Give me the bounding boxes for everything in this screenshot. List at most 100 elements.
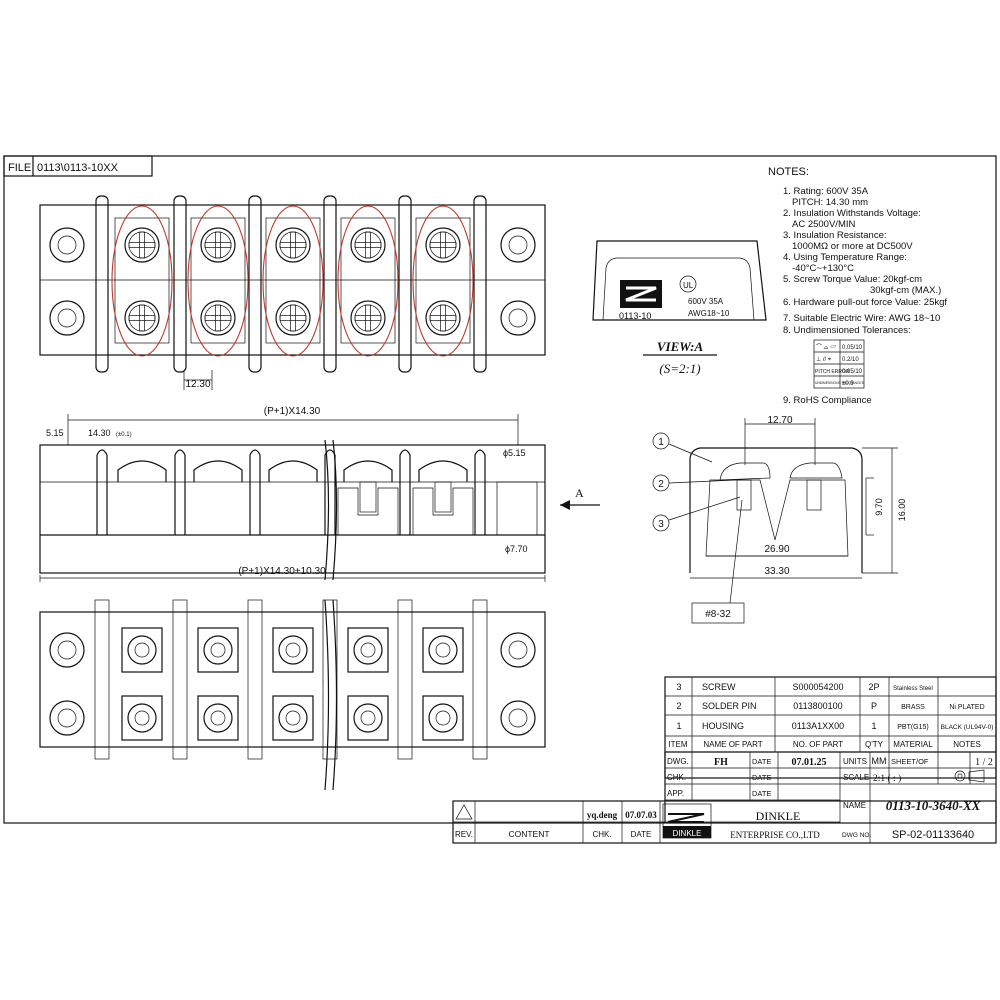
solder-pin: [210, 642, 226, 658]
bom-qty: 1: [871, 721, 876, 731]
tolerance-value: 0.05/10: [842, 369, 863, 375]
section-dim-1600: 16.00: [897, 499, 907, 522]
note-line: 1. Rating: 600V 35A: [783, 186, 869, 197]
tb-dwg-by: FH: [714, 757, 728, 768]
bom-part-no: S000054200: [792, 682, 843, 692]
solder-pin-hole: [203, 635, 233, 665]
barrier-rib: [397, 599, 413, 760]
file-label: FILE: [8, 162, 31, 174]
solder-pin: [435, 642, 451, 658]
section-dim-970: 9.70: [874, 498, 884, 516]
break-line: [332, 599, 338, 791]
notes-heading: NOTES:: [768, 166, 809, 178]
mounting-hole-inner: [57, 308, 77, 328]
bottom-view-body: [39, 611, 546, 748]
screw-slot: [215, 231, 221, 259]
mounting-hole: [49, 700, 85, 736]
solder-pin-hole: [353, 635, 383, 665]
top-view: [39, 195, 546, 373]
highlight-ellipse: [262, 205, 324, 357]
screw-head-inner: [279, 231, 307, 259]
screw-slot: [128, 315, 156, 321]
screw-head-inner: [354, 231, 382, 259]
screw-head: [425, 227, 461, 263]
tolerance-value: 0.05/10: [842, 345, 863, 351]
screw-profile: [268, 460, 318, 482]
tolerance-label: ⌒ ⌓ ▱: [816, 344, 836, 351]
screw-profile: [418, 460, 468, 482]
note-line: 8. Undimensioned Tolerances:: [783, 325, 911, 336]
screw-head: [200, 300, 236, 336]
solder-pad: [272, 627, 314, 673]
solder-pin-hole: [278, 703, 308, 733]
barrier-rib: [173, 195, 187, 373]
callout-1: 1: [652, 432, 713, 463]
tb-units-label: UNITS: [843, 757, 867, 766]
side-view-body: [39, 444, 546, 574]
notes-rohs: 9. RoHS Compliance: [783, 395, 872, 406]
drawing-frame: [3, 155, 997, 824]
bom-notes: Ni PLATED: [949, 704, 984, 711]
bom-header-material: MATERIAL: [893, 740, 933, 749]
screw-slot: [365, 231, 371, 259]
bom-qty: 2P: [868, 682, 879, 692]
section-view: [689, 447, 863, 573]
bom-header-name: NAME OF PART: [703, 740, 762, 749]
screw-head: [200, 227, 236, 263]
screw-head: [124, 300, 160, 336]
view-a-wire: AWG18~10: [688, 309, 730, 318]
screw-slot: [139, 231, 145, 259]
mounting-hole: [500, 300, 536, 336]
screw-head: [275, 300, 311, 336]
svg-text:2: 2: [658, 479, 664, 490]
solder-pin: [285, 642, 301, 658]
tb-sheet: 1 / 2: [975, 757, 993, 768]
tb-company-sub: ENTERPRISE CO.,LTD: [730, 830, 820, 840]
barrier-rib: [398, 195, 412, 373]
dim-515-left: 5.15: [46, 428, 64, 438]
mounting-hole-inner: [508, 640, 528, 660]
solder-pin-section: [496, 481, 538, 536]
screw-slot: [279, 315, 307, 321]
dim-pitch-top: 12.30: [185, 379, 210, 390]
projection-symbol-icon: [954, 769, 985, 783]
solder-pad: [272, 695, 314, 741]
screw-slot: [139, 304, 145, 332]
screw-slot: [215, 304, 221, 332]
screw-head: [425, 300, 461, 336]
screw-slot: [204, 315, 232, 321]
section-dim-2690: 26.90: [764, 544, 789, 555]
tolerance-value: 0.2/10: [842, 357, 859, 363]
tb-rev-chk-label: CHK.: [592, 830, 611, 839]
dim-overall-pitch: (P+1)X14.30: [264, 406, 321, 417]
solder-pad: [121, 627, 163, 673]
svg-text:UL: UL: [683, 281, 694, 290]
side-view: [39, 439, 546, 581]
screw-profile: [193, 460, 243, 482]
screw-profile: [343, 460, 393, 482]
tb-dwg-date: 07.01.25: [792, 757, 827, 768]
terminal-cell: [415, 217, 471, 344]
view-a-scale: (S=2:1): [659, 361, 700, 376]
solder-pad: [197, 627, 239, 673]
bom-item: 3: [676, 682, 681, 692]
view-a: 0113-10 UL 600V 35A AWG18~10 VIEW:A (S=2…: [592, 240, 767, 376]
barrier-rib: [95, 195, 109, 373]
tolerance-label: PITCH ERROR: [815, 369, 850, 375]
tb-name-label: NAME: [843, 801, 866, 810]
break-line: [332, 439, 338, 581]
view-a-part-no: 0113-10: [619, 311, 651, 321]
tb-scale: 2:1 ( : ): [873, 773, 901, 784]
solder-pin: [435, 710, 451, 726]
notes-block: NOTES: 1. Rating: 600V 35A PITCH: 14.30 …: [768, 166, 947, 406]
solder-pin: [360, 710, 376, 726]
screw-slot: [440, 231, 446, 259]
dinkle-logo-icon: [620, 280, 662, 308]
barrier-rib: [248, 195, 262, 373]
screw-slot: [354, 242, 382, 248]
tb-content-label: CONTENT: [508, 829, 549, 839]
mounting-hole: [49, 632, 85, 668]
tb-dwg-no-label: DWG NO.: [842, 832, 871, 839]
terminal-cell: [265, 217, 321, 344]
